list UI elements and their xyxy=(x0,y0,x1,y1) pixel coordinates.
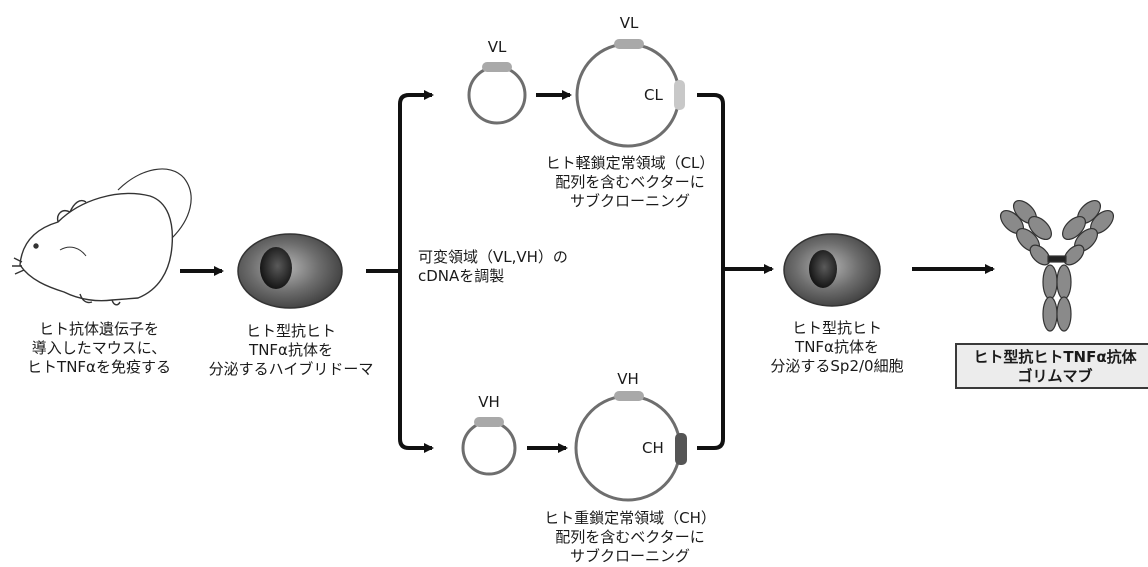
branch-connector-right xyxy=(697,95,772,448)
plasmid-vh-large-label: VH xyxy=(617,370,639,388)
ch-vector-caption: ヒト重鎖定常領域（CH） 配列を含むベクターに サブクローニング xyxy=(525,509,735,566)
plasmid-vh-ch: VH CH xyxy=(576,370,687,500)
plasmid-vl-cl: VL CL xyxy=(577,14,685,146)
plasmid-vl-small-label: VL xyxy=(488,38,507,56)
antibody-icon xyxy=(996,196,1117,331)
mouse-illustration xyxy=(12,169,191,305)
cdna-caption: 可変領域（VL,VH）の cDNAを調製 xyxy=(418,248,648,286)
plasmid-vh-small-label: VH xyxy=(478,393,500,411)
plasmid-vl-large-label: VL xyxy=(620,14,639,32)
sp2-caption: ヒト型抗ヒト TNFα抗体を 分泌するSp2/0細胞 xyxy=(742,319,932,376)
plasmid-ch-label: CH xyxy=(642,439,664,457)
plasmid-vh-small: VH xyxy=(463,393,515,474)
hybridoma-caption: ヒト型抗ヒト TNFα抗体を 分泌するハイブリドーマ xyxy=(196,322,386,379)
sp2-cell-icon xyxy=(784,234,880,306)
mouse-caption: ヒト抗体遺伝子を 導入したマウスに、 ヒトTNFαを免疫する xyxy=(4,320,194,377)
result-antibody-box: ヒト型抗ヒトTNFα抗体 ゴリムマブ xyxy=(955,343,1148,389)
plasmid-vl-small: VL xyxy=(469,38,525,123)
plasmid-cl-label: CL xyxy=(644,86,663,104)
cl-vector-caption: ヒト軽鎖定常領域（CL） 配列を含むベクターに サブクローニング xyxy=(525,154,735,211)
hybridoma-cell-icon xyxy=(238,234,342,308)
